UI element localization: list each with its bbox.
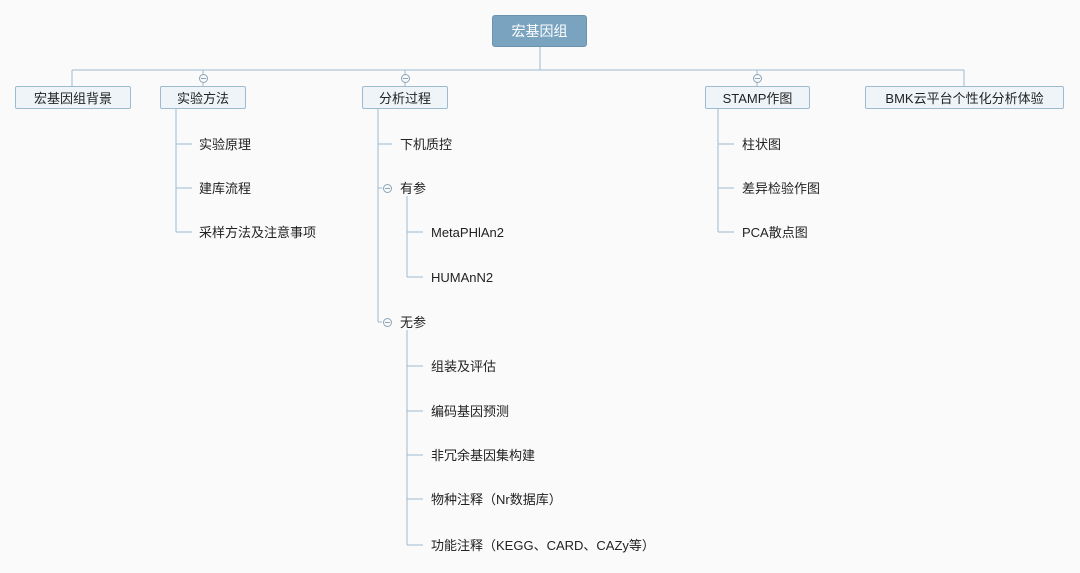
branch-bmk[interactable]: BMK云平台个性化分析体验 (865, 86, 1064, 109)
root-node[interactable]: 宏基因组 (492, 15, 587, 47)
leaf-assembly[interactable]: 组装及评估 (431, 359, 497, 374)
leaf-bar-chart[interactable]: 柱状图 (742, 137, 782, 152)
collapse-analysis-icon[interactable] (401, 74, 410, 83)
leaf-methods-sampling[interactable]: 采样方法及注意事项 (199, 225, 317, 240)
leaf-methods-principle[interactable]: 实验原理 (199, 137, 252, 152)
leaf-pca[interactable]: PCA散点图 (742, 225, 808, 240)
leaf-diff-test[interactable]: 差异检验作图 (742, 181, 821, 196)
collapse-with-ref-icon[interactable] (383, 184, 392, 193)
branch-methods[interactable]: 实验方法 (160, 86, 246, 109)
leaf-species-annotation[interactable]: 物种注释（Nr数据库） (431, 492, 562, 507)
collapse-methods-icon[interactable] (199, 74, 208, 83)
leaf-methods-library[interactable]: 建库流程 (199, 181, 252, 196)
leaf-gene-prediction[interactable]: 编码基因预测 (431, 404, 510, 419)
node-with-ref[interactable]: 有参 (400, 181, 427, 196)
branch-analysis[interactable]: 分析过程 (362, 86, 448, 109)
branch-stamp[interactable]: STAMP作图 (705, 86, 810, 109)
leaf-nonredundant-geneset[interactable]: 非冗余基因集构建 (431, 448, 536, 463)
collapse-stamp-icon[interactable] (753, 74, 762, 83)
leaf-metaphlan2[interactable]: MetaPHlAn2 (431, 225, 504, 240)
collapse-no-ref-icon[interactable] (383, 318, 392, 327)
leaf-function-annotation[interactable]: 功能注释（KEGG、CARD、CAZy等） (431, 538, 655, 553)
leaf-analysis-qc[interactable]: 下机质控 (400, 137, 453, 152)
branch-background[interactable]: 宏基因组背景 (15, 86, 131, 109)
node-no-ref[interactable]: 无参 (400, 315, 427, 330)
leaf-humann2[interactable]: HUMAnN2 (431, 270, 494, 285)
